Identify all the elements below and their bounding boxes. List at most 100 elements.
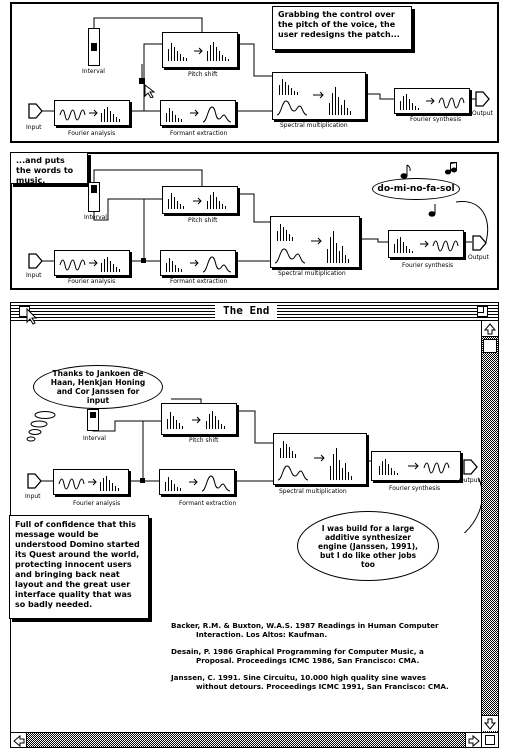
window-title: The End <box>215 304 278 318</box>
input-label: Input <box>26 124 42 131</box>
pitch-shift-module[interactable] <box>162 32 238 68</box>
input-label: Input <box>26 272 42 279</box>
spectrum-shift-icon <box>168 42 229 61</box>
output-label: Output <box>472 110 493 117</box>
spectral-multiplication-label: Spectral multiplication <box>279 488 347 495</box>
fourier-synthesis-module[interactable] <box>388 230 464 258</box>
formant-extraction-label: Formant extraction <box>170 278 228 285</box>
multiply-spectra-icon <box>277 441 352 481</box>
spectrum-to-wave-icon <box>400 94 465 110</box>
pitch-shift-label: Pitch shift <box>188 217 218 224</box>
fourier-analysis-label: Fourier analysis <box>68 130 116 137</box>
fourier-analysis-module[interactable] <box>54 100 130 126</box>
pointer-cursor-icon <box>139 78 155 98</box>
vertical-scrollbar[interactable] <box>481 321 498 732</box>
input-label: Input <box>25 493 41 500</box>
fourier-analysis-module[interactable] <box>54 250 130 276</box>
patch-diagram-1 <box>40 17 477 112</box>
music-notes-icon <box>400 162 458 217</box>
reference-2: Desain, P. 1986 Graphical Programming fo… <box>171 647 471 665</box>
formant-icon <box>166 256 232 273</box>
fourier-synthesis-module[interactable] <box>394 88 470 114</box>
multiply-spectra-icon <box>274 224 349 264</box>
grow-box-icon[interactable] <box>481 732 498 747</box>
the-end-window: The End <box>9 302 499 748</box>
spectral-multiplication-label: Spectral multiplication <box>278 270 346 277</box>
scroll-left-arrow-icon <box>13 734 25 748</box>
scroll-right-button[interactable] <box>465 733 481 748</box>
formant-extraction-module[interactable] <box>160 250 236 276</box>
solfege-oval: do-mi-no-fa-sol <box>372 178 460 200</box>
reference-1: Backer, R.M. & Buxton, W.A.S. 1987 Readi… <box>171 621 471 639</box>
title-bar[interactable]: The End <box>11 303 498 321</box>
interval-slider[interactable] <box>88 28 100 66</box>
horizontal-scrollbar[interactable] <box>11 732 482 748</box>
reference-2-line2: Proposal. Proceedings ICMC 1986, San Fra… <box>196 656 420 665</box>
interval-label: Interval <box>83 435 106 442</box>
formant-icon <box>165 475 231 492</box>
pitch-shift-module[interactable] <box>161 403 237 435</box>
pointer-cursor-icon <box>26 307 38 325</box>
panel-music: ...and puts the words to music. Interval… <box>10 152 499 290</box>
patch-diagram-3 <box>26 398 481 533</box>
interval-slider[interactable] <box>88 182 100 212</box>
reference-3-line2: without detours. Proceedings ICMC 1991, … <box>196 682 449 691</box>
pitch-shift-label: Pitch shift <box>189 437 219 444</box>
spectrum-to-wave-icon <box>379 459 450 475</box>
wave-to-spectrum-icon <box>58 476 119 491</box>
reference-3: Janssen, C. 1991. Sine Circuitu, 10.000 … <box>171 673 471 691</box>
spectral-multiplication-module[interactable] <box>270 216 360 268</box>
interval-label: Interval <box>84 214 107 221</box>
thanks-bubble: Thanks to Jankoen de Haan, Henkjan Honin… <box>33 365 163 409</box>
story-callout: Full of confidence that this message wou… <box>9 515 149 619</box>
formant-extraction-module[interactable] <box>159 469 235 495</box>
fourier-analysis-label: Fourier analysis <box>68 278 116 285</box>
output-label: Output <box>468 254 489 261</box>
spectrum-shift-icon <box>168 192 226 209</box>
output-port-icon[interactable] <box>472 234 488 252</box>
fourier-analysis-module[interactable] <box>53 469 129 495</box>
interval-slider[interactable] <box>87 409 99 431</box>
scroll-left-button[interactable] <box>11 733 27 748</box>
scroll-right-arrow-icon <box>468 734 480 748</box>
fourier-synthesis-label: Fourier synthesis <box>402 262 454 269</box>
spectral-multiplication-module[interactable] <box>272 72 366 120</box>
spectral-multiplication-label: Spectral multiplication <box>280 122 348 129</box>
scroll-up-arrow-icon <box>483 323 497 335</box>
slider-knob[interactable] <box>91 43 97 51</box>
pitch-shift-module[interactable] <box>162 186 238 214</box>
scroll-down-button[interactable] <box>482 715 498 731</box>
reference-1-line2: Interaction. Los Altos: Kaufman. <box>196 630 328 639</box>
formant-extraction-module[interactable] <box>160 100 236 126</box>
zoom-box-icon[interactable] <box>477 306 488 317</box>
multiply-spectra-icon <box>276 79 351 116</box>
output-port-icon[interactable] <box>463 458 479 476</box>
spectral-multiplication-module[interactable] <box>273 433 367 485</box>
fourier-synthesis-label: Fourier synthesis <box>410 116 462 123</box>
interval-label: Interval <box>82 68 105 75</box>
input-port-icon[interactable] <box>28 252 44 270</box>
input-port-icon[interactable] <box>27 472 43 490</box>
formant-extraction-label: Formant extraction <box>179 500 237 507</box>
reference-2-line1: Desain, P. 1986 Graphical Programming fo… <box>171 647 424 656</box>
reference-3-line1: Janssen, C. 1991. Sine Circuitu, 10.000 … <box>171 673 427 682</box>
output-port-icon[interactable] <box>475 90 491 108</box>
fourier-analysis-label: Fourier analysis <box>73 500 121 507</box>
scroll-up-button[interactable] <box>482 321 498 337</box>
reference-1-line1: Backer, R.M. & Buxton, W.A.S. 1987 Readi… <box>171 621 439 630</box>
slider-knob[interactable] <box>91 185 97 193</box>
pitch-shift-label: Pitch shift <box>188 71 218 78</box>
scroll-thumb[interactable] <box>483 339 497 353</box>
formant-extraction-label: Formant extraction <box>170 130 228 137</box>
slider-knob[interactable] <box>90 412 96 418</box>
spectrum-to-wave-icon <box>394 237 459 253</box>
fourier-synthesis-module[interactable] <box>371 451 461 481</box>
panel-redesign: Interval Input Fourier analysis Pitch sh… <box>10 2 499 143</box>
fourier-synthesis-label: Fourier synthesis <box>389 485 441 492</box>
input-port-icon[interactable] <box>28 102 44 120</box>
formant-icon <box>166 106 232 123</box>
output-label: Output <box>459 477 480 484</box>
wave-to-spectrum-icon <box>59 257 120 272</box>
wave-to-spectrum-icon <box>59 107 120 122</box>
redesign-callout: Grabbing the control over the pitch of t… <box>272 6 412 50</box>
